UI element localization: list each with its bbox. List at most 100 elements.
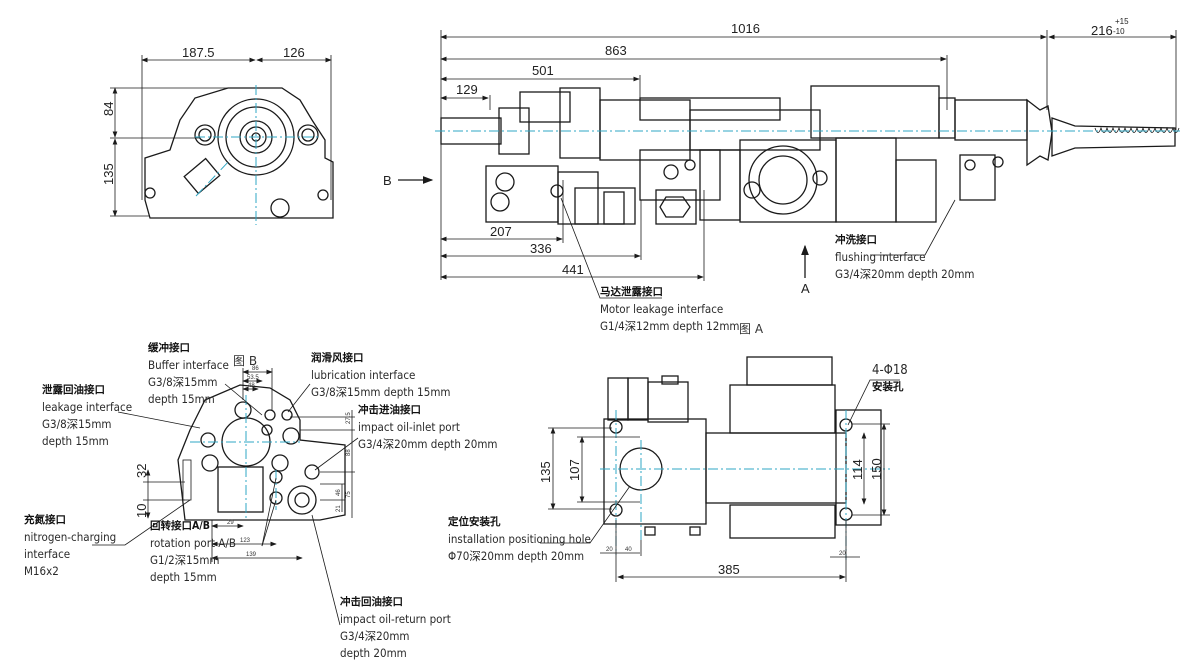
callout-impact-inlet: 冲击进油接口 impact oil-inlet port G3/4深20mm d… xyxy=(358,402,498,453)
callout-impact-return-cn: 冲击回油接口 xyxy=(340,596,403,608)
callout-impact-return-en: impact oil-return port xyxy=(340,612,451,626)
dim-123: 123 xyxy=(240,538,251,544)
dim-187-5: 187.5 xyxy=(182,45,215,60)
dim-32: 32 xyxy=(134,464,149,478)
callout-buffer-cn: 缓冲接口 xyxy=(148,342,190,354)
callout-lubrication-cn: 润滑风接口 xyxy=(311,352,364,364)
callout-leakage-en: leakage interface xyxy=(42,400,133,414)
end-view xyxy=(110,55,334,225)
callout-nitrogen-en2: interface xyxy=(24,547,71,561)
callout-impact-return: 冲击回油接口 impact oil-return port G3/4深20mm … xyxy=(340,594,451,662)
callout-leakage-spec2: depth 15mm xyxy=(42,434,109,448)
callout-positioning-cn: 定位安装孔 xyxy=(448,516,501,528)
callout-mount-holes-spec: 4-Φ18 xyxy=(872,363,908,378)
dim-150: 150 xyxy=(869,458,884,480)
dim-441: 441 xyxy=(562,262,584,277)
callout-rotation-en: rotation port A/B xyxy=(150,536,236,550)
view-a-title: 图 A xyxy=(739,322,764,336)
dim-53-5: 53.5 xyxy=(247,375,259,381)
dim-21: 21 xyxy=(336,505,342,512)
callout-nitrogen-en1: nitrogen-charging xyxy=(24,530,117,544)
callout-rotation: 回转接口A/B rotation port A/B G1/2深15mm dept… xyxy=(150,518,236,586)
callout-rotation-spec1: G1/2深15mm xyxy=(150,553,220,567)
callout-nitrogen: 充氮接口 nitrogen-charging interface M16x2 xyxy=(24,512,116,580)
dim-139: 139 xyxy=(246,552,257,558)
dim-20-right: 20 xyxy=(839,551,846,557)
callout-buffer-spec2: depth 15mm xyxy=(148,392,215,406)
dim-88: 88 xyxy=(346,449,352,456)
leader-flushing xyxy=(870,199,956,256)
dim-129: 129 xyxy=(456,82,478,97)
dim-336: 336 xyxy=(530,241,552,256)
callout-buffer: 缓冲接口 Buffer interface G3/8深15mm depth 15… xyxy=(148,340,229,408)
callout-leakage-spec1: G3/8深15mm xyxy=(42,417,112,431)
callout-rotation-cn: 回转接口A/B xyxy=(150,520,210,532)
flushing-head xyxy=(748,145,818,215)
bottom-view xyxy=(540,356,900,582)
dim-135-end: 135 xyxy=(101,163,116,185)
view-b-body xyxy=(177,384,346,521)
callout-motor-leakage-cn: 马达泄露接口 xyxy=(600,286,663,298)
callout-buffer-spec1: G3/8深15mm xyxy=(148,375,218,389)
dim-863: 863 xyxy=(605,43,627,58)
front-head xyxy=(810,85,940,139)
mount-plate-right xyxy=(835,409,882,526)
dim-86: 86 xyxy=(252,366,259,372)
dim-46: 46 xyxy=(336,489,342,496)
view-b-letter: B xyxy=(383,173,392,188)
leader-positioning xyxy=(540,485,631,544)
dim-216-tol-lower: -10 xyxy=(1113,27,1125,36)
callout-positioning-spec: Φ70深20mm depth 20mm xyxy=(448,549,585,563)
callout-motor-leakage-spec: G1/4深12mm depth 12mm xyxy=(600,319,740,333)
dim-126: 126 xyxy=(283,45,305,60)
callout-impact-return-spec2: depth 20mm xyxy=(340,646,407,660)
view-a-letter: A xyxy=(801,281,810,296)
callout-positioning-en: installation positioning hole xyxy=(448,532,591,546)
dim-114: 114 xyxy=(850,459,865,480)
leader-motor-leakage xyxy=(560,197,662,299)
dim-27-5: 27.5 xyxy=(346,412,352,424)
callout-impact-inlet-cn: 冲击进油接口 xyxy=(358,404,421,416)
callout-leakage-cn: 泄露回油接口 xyxy=(42,384,105,396)
dim-20-left: 20 xyxy=(606,547,613,553)
dim-40: 40 xyxy=(625,547,632,553)
dim-385: 385 xyxy=(718,562,740,577)
end-view-body-outline xyxy=(144,87,334,219)
leader-leakage xyxy=(117,411,201,429)
callout-buffer-en: Buffer interface xyxy=(148,358,229,372)
callout-flushing-spec: G3/4深20mm depth 20mm xyxy=(835,267,975,281)
callout-lubrication-en: lubrication interface xyxy=(311,368,416,382)
rotation-motor xyxy=(574,187,636,225)
dim-29: 29 xyxy=(227,520,234,526)
callout-impact-return-spec1: G3/4深20mm xyxy=(340,629,410,643)
dim-501: 501 xyxy=(532,63,554,78)
leader-nitrogen xyxy=(92,499,191,546)
dim-107: 107 xyxy=(567,459,582,481)
dim-216-tol-upper: +15 xyxy=(1115,17,1129,26)
callout-impact-inlet-spec: G3/4深20mm depth 20mm xyxy=(358,437,498,451)
callout-mount-holes: 4-Φ18 安装孔 xyxy=(872,362,908,396)
mount-plate-left xyxy=(603,418,707,525)
callout-nitrogen-spec: M16x2 xyxy=(24,564,59,578)
callout-lubrication: 润滑风接口 lubrication interface G3/8深15mm de… xyxy=(311,350,451,401)
leader-rotation-a xyxy=(261,499,277,547)
drill-shank xyxy=(1051,117,1176,157)
callout-positioning: 定位安装孔 installation positioning hole Φ70深… xyxy=(448,514,591,565)
callout-lubrication-spec: G3/8深15mm depth 15mm xyxy=(311,385,451,399)
leader-lubrication xyxy=(287,383,311,413)
side-view xyxy=(398,30,1180,299)
dim-1016: 1016 xyxy=(731,21,760,36)
callout-flushing: 冲洗接口 flushing interface G3/4深20mm depth … xyxy=(835,232,975,283)
dim-75: 75 xyxy=(346,491,352,498)
dim-48: 48 xyxy=(248,383,255,389)
dim-207: 207 xyxy=(490,224,512,239)
leader-impact-inlet xyxy=(314,437,359,471)
callout-nitrogen-cn: 充氮接口 xyxy=(24,514,66,526)
callout-flushing-en: flushing interface xyxy=(835,250,926,264)
leader-buffer xyxy=(224,383,263,416)
dim-216: 216 xyxy=(1091,23,1113,38)
callout-motor-leakage-en: Motor leakage interface xyxy=(600,302,724,316)
leader-impact-return xyxy=(311,514,341,626)
callout-impact-inlet-en: impact oil-inlet port xyxy=(358,420,460,434)
